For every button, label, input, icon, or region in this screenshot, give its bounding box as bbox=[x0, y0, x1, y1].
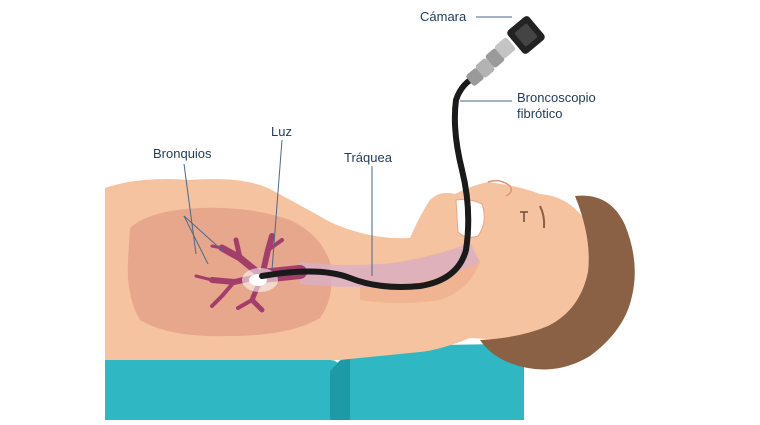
bronchoscope-label-line2: fibrótico bbox=[517, 106, 563, 121]
bronchi-leader-2 bbox=[183, 215, 209, 265]
hair bbox=[480, 195, 635, 370]
light-label: Luz bbox=[271, 124, 292, 139]
scope-connector bbox=[466, 37, 516, 86]
eye bbox=[520, 211, 528, 222]
bronchi-leader-3 bbox=[183, 215, 225, 253]
trachea-label: Tráquea bbox=[344, 150, 392, 165]
camera-label: Cámara bbox=[420, 9, 467, 24]
bronchoscope-tube bbox=[259, 73, 481, 290]
eyebrow bbox=[539, 205, 546, 229]
bronchi-leader-1 bbox=[183, 163, 197, 255]
nose bbox=[487, 179, 513, 197]
bronchi-label: Bronquios bbox=[153, 146, 212, 161]
bronchoscope-label-line1: Broncoscopio bbox=[517, 90, 596, 105]
mattress bbox=[105, 360, 340, 420]
pillow-shadow bbox=[330, 356, 350, 420]
camera-icon bbox=[507, 16, 545, 54]
light-leader bbox=[271, 139, 283, 271]
pillow bbox=[330, 344, 524, 420]
